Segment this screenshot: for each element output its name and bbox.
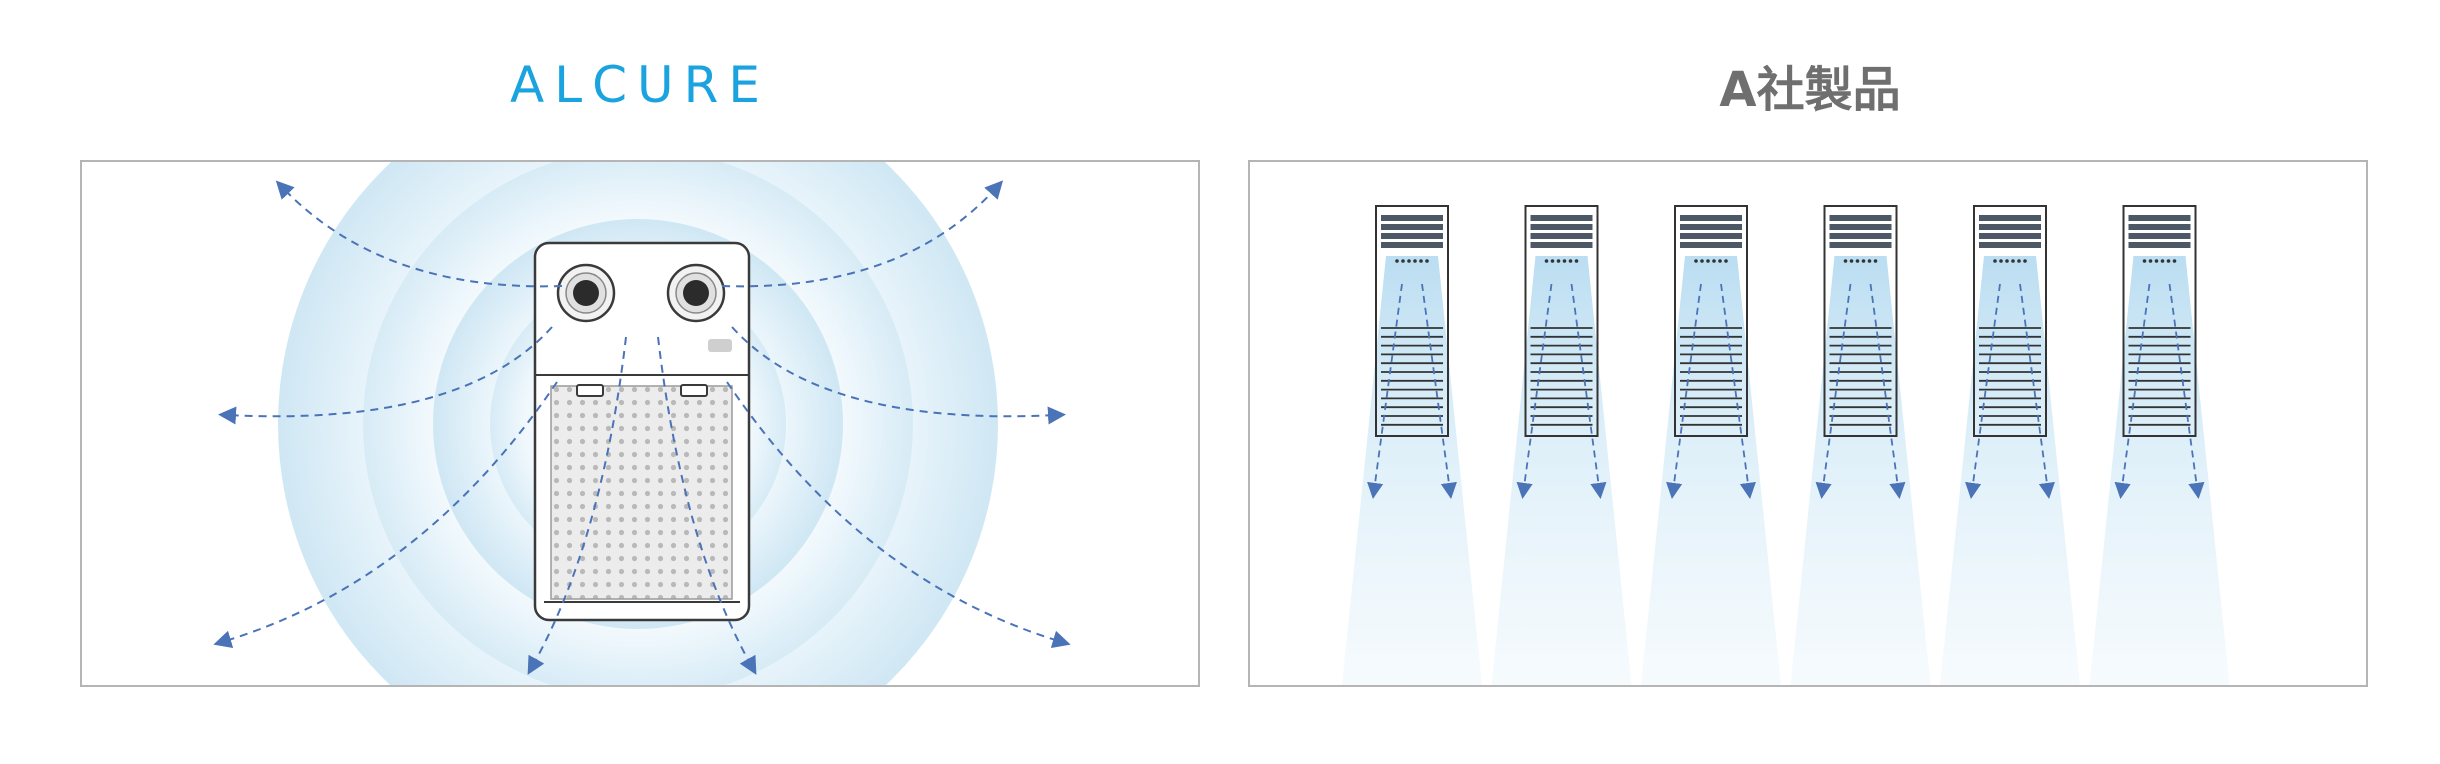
alcure-diagram-panel bbox=[80, 160, 1200, 687]
tower-unit-icon bbox=[2089, 205, 2230, 685]
airflow-arrow bbox=[1516, 283, 1607, 500]
alcure-airflow-diagram bbox=[213, 162, 1071, 685]
tower-units bbox=[1342, 205, 2230, 685]
brand-logo-alcure: ALCURE bbox=[80, 40, 1200, 130]
tower-unit-icon bbox=[1940, 205, 2080, 685]
competitor-airflow-diagram bbox=[1342, 205, 2230, 685]
tower-unit-icon bbox=[1641, 205, 1781, 685]
airflow-arrow bbox=[1666, 283, 1756, 500]
brand-logo-text: ALCURE bbox=[510, 56, 770, 114]
airflow-arrow bbox=[1815, 283, 1906, 500]
tower-unit-icon bbox=[1790, 205, 1931, 685]
air-purifier-icon bbox=[533, 241, 751, 622]
airflow-arrow bbox=[1367, 283, 1457, 500]
airflow-arrow bbox=[1965, 283, 2055, 500]
competitor-diagram-panel bbox=[1248, 160, 2368, 687]
sensor-right-icon bbox=[666, 263, 726, 323]
competitor-title-text: A社製品 bbox=[1719, 62, 1901, 118]
tower-unit-icon bbox=[1491, 205, 1632, 685]
competitor-title: A社製品 bbox=[1250, 40, 2370, 130]
airflow-arrow bbox=[2114, 283, 2205, 500]
airflow-arrows bbox=[213, 180, 1071, 675]
sensor-left-icon bbox=[556, 263, 616, 323]
tower-unit-icon bbox=[1342, 205, 1482, 685]
